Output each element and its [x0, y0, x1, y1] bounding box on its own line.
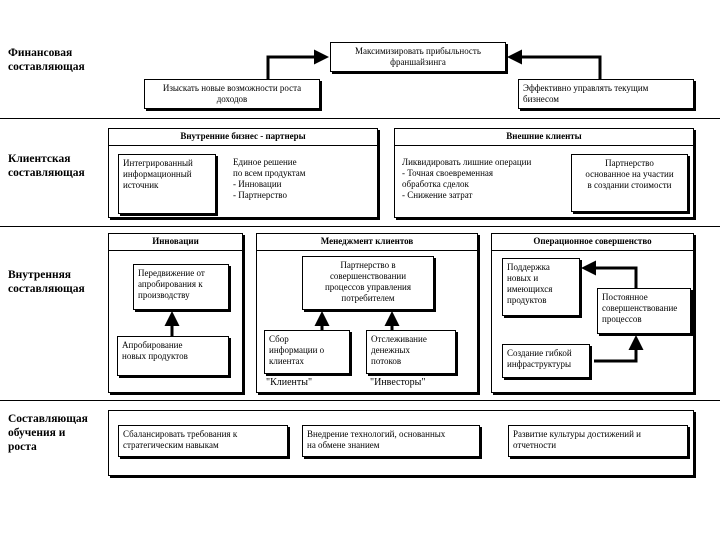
single-solution-text: Единое решение по всем продуктам - Иннов… [233, 157, 306, 200]
external-clients-title: Внешние клиенты [506, 131, 582, 141]
client-management-title: Менеджмент клиентов [320, 236, 414, 246]
arrow-growth-to-top [266, 49, 329, 79]
frame-divider [108, 250, 243, 251]
knowledge-tech-box: Внедрение технологий, основанных на обме… [302, 425, 480, 457]
client-management-frame [256, 233, 478, 393]
process-partnership-box: Партнерство в совершенствовании процессо… [302, 256, 434, 310]
learning-section-label: Составляющая обучения и роста [8, 413, 88, 453]
operational-excellence-frame [491, 233, 694, 393]
external-clients-frame [394, 128, 694, 218]
integrated-source-box: Интегрированный информационный источник [118, 154, 216, 214]
support-products-box: Поддержка новых и имеющихся продуктов [502, 258, 580, 316]
separator-line [0, 118, 720, 119]
frame-divider [256, 250, 478, 251]
new-growth-box: Изыскать новые возможности роста доходов [144, 79, 320, 109]
arrow-flexible-to-constant [594, 335, 644, 363]
frame-divider [108, 145, 378, 146]
frame-divider [394, 145, 694, 146]
clients-label: "Клиенты" [266, 377, 313, 388]
innovation-title: Инновации [152, 236, 199, 246]
liquidate-text: Ликвидировать лишние операции - Точная с… [402, 157, 532, 200]
client-section-label: Клиентская составляющая [8, 153, 85, 179]
separator-line [0, 400, 720, 401]
operational-excellence-title: Операционное совершенство [533, 236, 652, 246]
internal-section-label: Внутренняя составляющая [8, 269, 85, 295]
manage-business-box: Эффективно управлять текущим бизнесом [518, 79, 694, 109]
approve-products-box: Апробирование новых продуктов [117, 336, 229, 376]
arrow-constant-to-support [581, 260, 638, 288]
investors-label: "Инвесторы" [370, 377, 426, 388]
separator-line [0, 226, 720, 227]
partnership-value-box: Партнерство основанное на участии в созд… [571, 154, 688, 212]
move-to-production-box: Передвижение от апробирования к производ… [133, 264, 229, 310]
balance-skills-box: Сбалансировать требования к стратегическ… [118, 425, 288, 457]
arrow-manage-to-top [507, 49, 602, 79]
collect-info-box: Сбор информации о клиентах [264, 330, 350, 374]
internal-partners-title: Внутренние бизнес - партнеры [180, 131, 306, 141]
culture-box: Развитие культуры достижений и отчетност… [508, 425, 688, 457]
cash-flow-box: Отслеживание денежных потоков [366, 330, 456, 374]
constant-improvement-box: Постоянное совершенствование процессов [597, 288, 691, 334]
flexible-infrastructure-box: Создание гибкой инфраструктуры [502, 344, 590, 378]
financial-section-label: Финансовая составляющая [8, 47, 85, 73]
learning-frame [108, 410, 694, 476]
maximize-profit-box: Максимизировать прибыльность франшайзинг… [330, 42, 506, 72]
arrow-lines [164, 49, 644, 363]
internal-partners-frame [108, 128, 378, 218]
frame-divider [491, 250, 694, 251]
innovation-frame [108, 233, 243, 393]
